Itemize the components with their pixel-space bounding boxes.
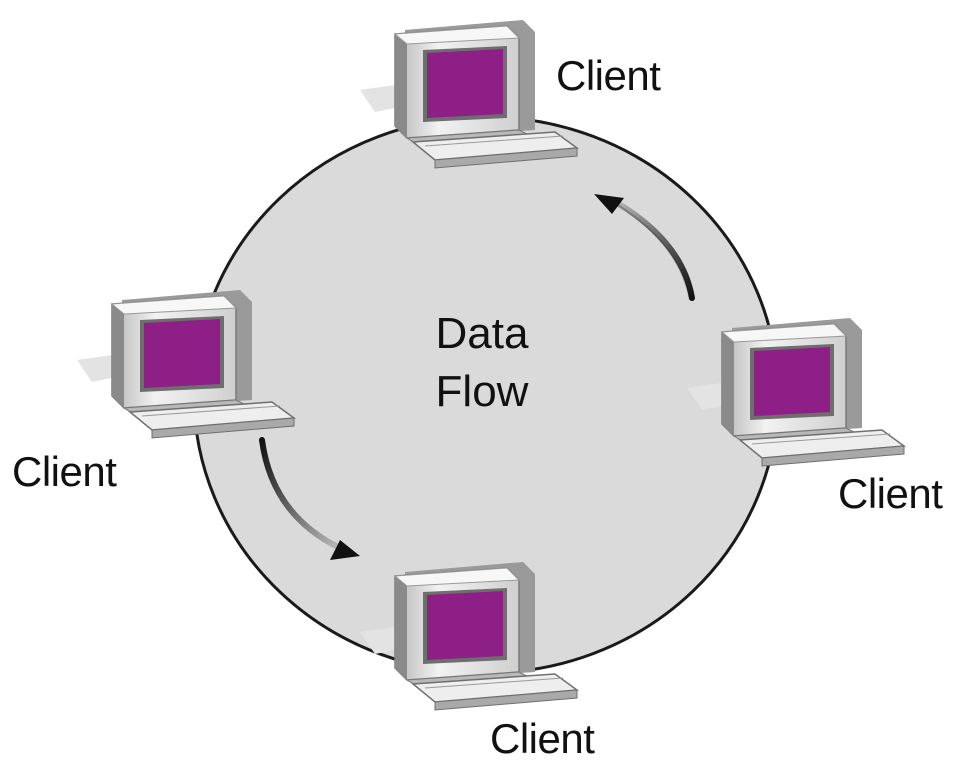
client-label-top: Client (556, 52, 661, 99)
flow-arrow-upper-right (594, 194, 695, 301)
center-label-line2: Flow (435, 367, 529, 416)
client-label-left: Client (12, 448, 117, 495)
flow-arrow-lower-left (259, 437, 360, 560)
client-label-bottom: Client (490, 715, 595, 762)
client-label-right: Client (838, 470, 943, 517)
center-label: Data Flow (402, 305, 562, 421)
center-label-line1: Data (435, 309, 529, 358)
